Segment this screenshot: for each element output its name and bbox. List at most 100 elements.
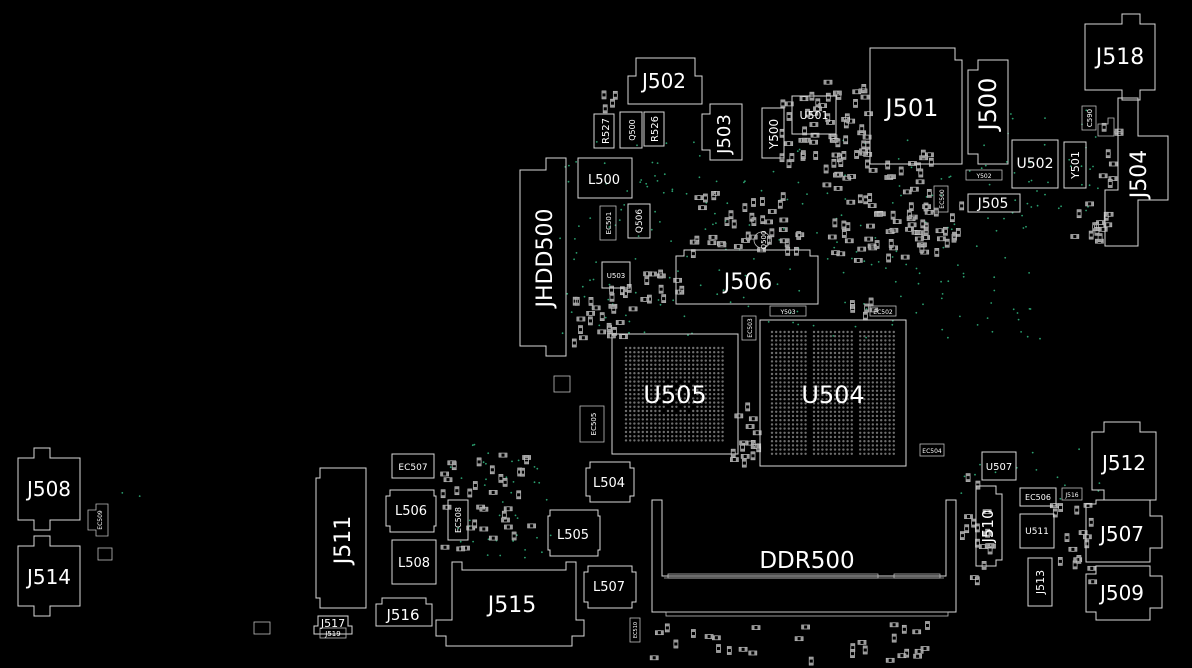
- cap-ec510[interactable]: EC510: [629, 617, 641, 643]
- cap-ec505[interactable]: EC505: [579, 405, 605, 443]
- transistor-q500-round[interactable]: Q500: [753, 231, 771, 250]
- connector-j516[interactable]: J516: [375, 597, 433, 627]
- chip-u501[interactable]: U501: [791, 95, 837, 135]
- bga-ball: [721, 380, 724, 383]
- cap-ec501[interactable]: EC501: [599, 205, 617, 241]
- bga-ball: [645, 430, 649, 434]
- smd-component: [479, 506, 489, 512]
- bga-ball: [829, 398, 832, 401]
- bga-ball: [846, 364, 849, 367]
- bga-ball: [850, 452, 853, 455]
- bga-ball: [796, 431, 799, 434]
- connector-j516-small[interactable]: J516: [1061, 487, 1083, 501]
- chip-u511[interactable]: U511: [1019, 513, 1055, 549]
- bga-ball: [829, 335, 832, 338]
- connector-j513[interactable]: J513: [1027, 557, 1053, 607]
- bga-ball: [654, 439, 657, 442]
- bga-ball: [812, 330, 816, 334]
- connector-j508[interactable]: J508: [17, 447, 81, 531]
- inductor-l500[interactable]: L500: [577, 157, 633, 199]
- smd-component: [864, 303, 869, 313]
- chip-u504[interactable]: U504: [759, 319, 907, 467]
- inductor-l506[interactable]: L506: [385, 489, 437, 533]
- cap-ec504[interactable]: EC504: [919, 443, 945, 457]
- bga-ball: [804, 419, 807, 422]
- cap-ec500[interactable]: EC500: [933, 185, 949, 213]
- resistor-r527[interactable]: R527: [593, 113, 615, 149]
- bga-ball: [658, 367, 661, 371]
- bga-ball: [892, 448, 895, 451]
- connector-j512[interactable]: J512: [1091, 421, 1157, 501]
- resistor-r526[interactable]: R526: [643, 111, 665, 147]
- bga-ball: [791, 398, 795, 401]
- connector-j501[interactable]: J501: [869, 47, 963, 165]
- bga-ball: [683, 418, 686, 421]
- bga-ball: [829, 343, 832, 346]
- transistor-q506[interactable]: Q506: [627, 203, 651, 239]
- crystal-y500[interactable]: Y500: [761, 107, 785, 159]
- bga-ball: [775, 368, 778, 371]
- inductor-l508[interactable]: L508: [391, 539, 437, 585]
- connector-j502[interactable]: J502: [627, 57, 703, 105]
- bga-ball: [884, 330, 887, 334]
- cap-ec506[interactable]: EC506: [1019, 487, 1057, 507]
- bga-ball: [833, 444, 837, 447]
- inductor-l504[interactable]: L504: [585, 461, 635, 503]
- bga-ball: [687, 422, 691, 425]
- connector-j506[interactable]: J506: [675, 249, 819, 305]
- connector-j509[interactable]: J509: [1085, 565, 1163, 621]
- bga-ball: [713, 363, 716, 366]
- bga-ball: [812, 351, 816, 355]
- label-j502: J502: [640, 69, 686, 93]
- chip-u507[interactable]: U507: [981, 451, 1017, 481]
- bga-ball: [833, 431, 837, 434]
- inductor-l507[interactable]: L507: [583, 565, 637, 609]
- connector-j517[interactable]: J517: [313, 615, 353, 635]
- bga-ball: [863, 448, 866, 451]
- connector-j504[interactable]: J504: [1104, 97, 1169, 247]
- inductor-l505[interactable]: L505: [547, 509, 601, 557]
- cap-ec507[interactable]: EC507: [391, 453, 435, 479]
- connector-j515[interactable]: J515: [435, 561, 585, 647]
- connector-j510[interactable]: J510: [975, 485, 1003, 567]
- connector-j518[interactable]: J518: [1084, 13, 1156, 101]
- bga-ball: [708, 435, 712, 438]
- crystal-y503[interactable]: Y503: [769, 305, 807, 317]
- connector-j500[interactable]: J500: [967, 59, 1009, 165]
- connector-j511[interactable]: J511: [315, 467, 367, 609]
- smd-component: [606, 322, 612, 332]
- crystal-y501[interactable]: Y501: [1063, 141, 1087, 189]
- connector-j507[interactable]: J507: [1085, 499, 1163, 563]
- smd-component: [447, 460, 457, 466]
- connector-jhdd500[interactable]: JHDD500: [519, 157, 567, 357]
- cap-c590[interactable]: C590: [1081, 105, 1097, 131]
- via: [947, 280, 950, 283]
- connector-j503[interactable]: J503: [701, 103, 743, 161]
- memory-slot-ddr500[interactable]: DDR500: [651, 499, 957, 617]
- chip-u503[interactable]: U503: [601, 261, 631, 289]
- via: [1025, 225, 1027, 228]
- via: [1016, 312, 1019, 314]
- cap-ec502[interactable]: EC502: [869, 305, 897, 317]
- bga-ball: [696, 346, 699, 350]
- smd-component: [615, 320, 625, 325]
- cap-ec509[interactable]: EC509: [87, 503, 109, 537]
- cap-ec503[interactable]: EC503: [741, 315, 757, 341]
- crystal-y502[interactable]: Y502: [965, 169, 1003, 181]
- chip-u502[interactable]: U502: [1011, 139, 1059, 189]
- transistor-q500[interactable]: Q500: [619, 111, 643, 149]
- bga-ball: [770, 385, 774, 388]
- connector-j505[interactable]: J505: [967, 193, 1021, 213]
- bga-ball: [796, 435, 799, 439]
- label-j507: J507: [1098, 522, 1144, 546]
- bga-ball: [812, 431, 816, 434]
- connector-j519[interactable]: J519: [319, 627, 347, 639]
- bga-ball: [880, 347, 883, 350]
- cap-ec508[interactable]: EC508: [447, 499, 469, 541]
- via: [877, 261, 880, 263]
- bga-ball: [867, 448, 870, 451]
- bga-ball: [829, 372, 832, 376]
- bga-ball: [692, 359, 695, 362]
- connector-j514[interactable]: J514: [17, 535, 81, 617]
- chip-u505[interactable]: U505: [611, 333, 739, 455]
